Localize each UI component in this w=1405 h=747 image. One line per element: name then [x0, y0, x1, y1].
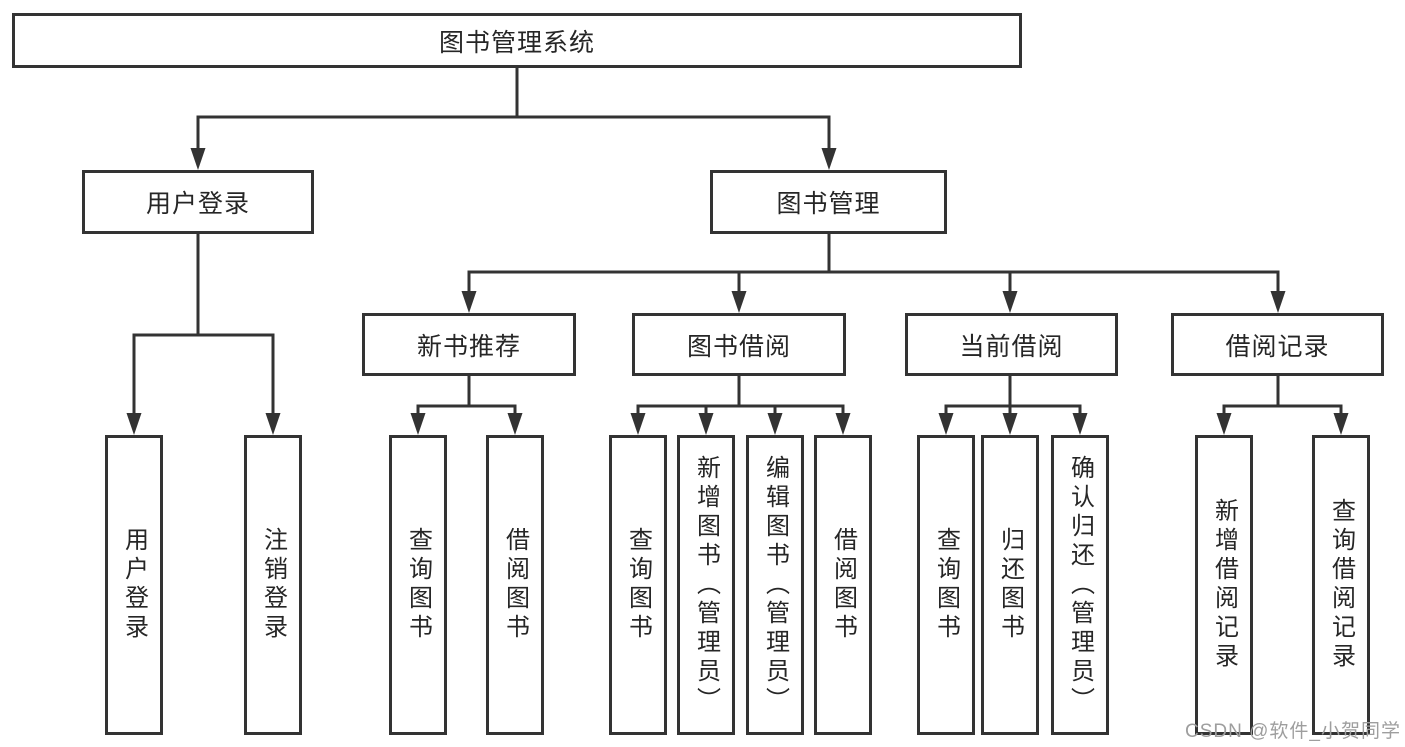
node-label: 借阅图书	[501, 527, 529, 643]
arrow-down-icon	[1002, 413, 1018, 435]
node-library-system: 图书管理系统	[12, 13, 1022, 68]
connector-current-borrowing	[944, 376, 1082, 416]
node-label: 查询借阅记录	[1327, 498, 1355, 672]
node-label: 图书借阅	[686, 332, 791, 361]
node-label: 编辑图书（管理员）	[761, 454, 789, 716]
node-label: 确认归还（管理员）	[1066, 454, 1094, 716]
leaf-user-login: 用户登录	[105, 435, 163, 735]
leaf-query-book-borrowing: 查询图书	[609, 435, 667, 735]
arrow-down-icon	[410, 413, 426, 435]
node-label: 用户登录	[120, 527, 148, 643]
arrow-down-icon	[265, 413, 281, 435]
node-label: 当前借阅	[959, 332, 1064, 361]
arrow-down-icon	[767, 413, 783, 435]
node-label: 借阅图书	[829, 527, 857, 643]
leaf-borrow-book-recommend: 借阅图书	[486, 435, 544, 735]
node-new-book-recommendation: 新书推荐	[362, 313, 576, 376]
leaf-query-book-current: 查询图书	[917, 435, 975, 735]
connector-borrowing-records	[1222, 376, 1343, 416]
node-label: 用户登录	[145, 190, 250, 218]
node-book-management: 图书管理	[710, 170, 947, 234]
connector-new-book-recommendation	[416, 376, 517, 416]
connector-user-login-to-leaves	[132, 234, 275, 416]
node-label: 图书管理系统	[438, 28, 595, 57]
arrow-down-icon	[938, 413, 954, 435]
node-label: 新增图书（管理员）	[692, 454, 720, 716]
arrow-down-icon	[1002, 291, 1018, 313]
leaf-query-book-recommend: 查询图书	[389, 435, 447, 735]
arrow-down-icon	[190, 148, 206, 170]
leaf-add-borrow-record: 新增借阅记录	[1195, 435, 1253, 735]
node-borrowing-records: 借阅记录	[1171, 313, 1384, 376]
arrow-down-icon	[1270, 291, 1286, 313]
node-label: 新增借阅记录	[1210, 498, 1238, 672]
arrow-down-icon	[835, 413, 851, 435]
node-label: 注销登录	[259, 527, 287, 643]
node-book-borrowing: 图书借阅	[632, 313, 846, 376]
arrow-down-icon	[1333, 413, 1349, 435]
node-label: 归还图书	[996, 527, 1024, 643]
leaf-logout-login: 注销登录	[244, 435, 302, 735]
arrow-down-icon	[1072, 413, 1088, 435]
watermark: CSDN @软件_小贺同学	[1185, 721, 1401, 742]
node-label: 查询图书	[404, 527, 432, 643]
leaf-borrow-book-borrowing: 借阅图书	[814, 435, 872, 735]
connector-book-borrowing	[636, 376, 845, 416]
node-label: 新书推荐	[416, 332, 521, 361]
connector-book-management-to-sections	[467, 234, 1280, 293]
arrow-down-icon	[821, 148, 837, 170]
node-current-borrowing: 当前借阅	[905, 313, 1118, 376]
node-user-login: 用户登录	[82, 170, 314, 234]
node-label: 图书管理	[776, 190, 881, 218]
arrow-down-icon	[731, 291, 747, 313]
connector-root-to-level2	[196, 68, 831, 151]
arrowheads	[126, 148, 1349, 435]
node-label: 查询图书	[624, 527, 652, 643]
leaf-add-book-admin: 新增图书（管理员）	[677, 435, 735, 735]
node-label: 查询图书	[932, 527, 960, 643]
leaf-confirm-return-admin: 确认归还（管理员）	[1051, 435, 1109, 735]
leaf-query-borrow-record: 查询借阅记录	[1312, 435, 1370, 735]
leaf-edit-book-admin: 编辑图书（管理员）	[746, 435, 804, 735]
arrow-down-icon	[461, 291, 477, 313]
arrow-down-icon	[507, 413, 523, 435]
arrow-down-icon	[630, 413, 646, 435]
arrow-down-icon	[1216, 413, 1232, 435]
arrow-down-icon	[126, 413, 142, 435]
arrow-down-icon	[698, 413, 714, 435]
node-label: 借阅记录	[1225, 332, 1330, 361]
leaf-return-book: 归还图书	[981, 435, 1039, 735]
